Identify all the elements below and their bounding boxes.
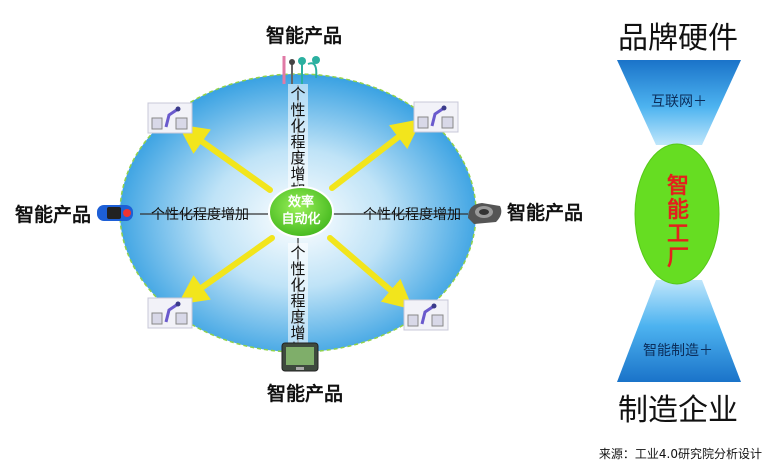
arm-top-char: 化	[290, 117, 305, 135]
arm-text-bottom: 个 性 化 程 度 增 加	[288, 243, 308, 358]
arm-bottom-char: 个	[290, 244, 305, 262]
arm-text-left: 个性化程度增加	[151, 207, 249, 223]
hourglass-bottom-funnel	[617, 280, 741, 382]
robot-arm-icon	[147, 297, 193, 329]
smart-device-icon	[468, 203, 502, 224]
hourglass-top-title: 品牌硬件	[618, 21, 738, 56]
product-label-left: 智能产品	[15, 203, 91, 226]
hourglass-core-char: 智	[667, 173, 689, 199]
arrow-bottom-right	[327, 235, 414, 310]
source-note: 来源：工业4.0研究院分析设计	[599, 446, 762, 461]
product-label-bottom: 智能产品	[267, 382, 343, 405]
robot-arm-icon	[147, 102, 193, 134]
arm-top-char: 性	[290, 101, 305, 119]
hourglass-core-char: 工	[667, 222, 689, 247]
arm-bottom-char: 度	[290, 308, 305, 326]
hourglass-top-funnel	[617, 60, 741, 145]
diagonal-arrows	[177, 118, 422, 310]
arm-bottom-char: 性	[290, 260, 305, 278]
hourglass-core	[634, 143, 720, 285]
hourglass-top-funnel-label: 互联网＋	[651, 94, 707, 110]
hourglass-core-char: 能	[667, 197, 689, 223]
arm-bottom-char: 程	[290, 292, 305, 310]
center-node	[268, 186, 334, 238]
hourglass-bottom-title: 制造企业	[618, 393, 738, 428]
arm-top-char: 增	[290, 165, 305, 183]
arm-top-char: 个	[290, 85, 305, 103]
arrow-bottom-left	[177, 235, 275, 305]
arm-bottom-char: 增	[290, 324, 305, 342]
arm-text-top: 个 性 化 程 度 增 加	[288, 84, 308, 199]
arm-top-char: 程	[290, 133, 305, 151]
hourglass-core-char: 厂	[667, 246, 689, 271]
arm-bottom-char: 化	[290, 276, 305, 294]
arm-top-char: 度	[290, 149, 305, 167]
earphones-icon	[282, 56, 320, 84]
smart-screen-icon	[281, 342, 319, 372]
arm-text-right: 个性化程度增加	[363, 207, 461, 223]
smart-band-icon	[97, 205, 133, 221]
hourglass-bottom-funnel-label: 智能制造＋	[643, 343, 713, 359]
arrow-top-left	[177, 124, 273, 193]
robot-arm-icon	[413, 101, 459, 133]
robot-arm-icon	[403, 299, 449, 331]
center-label-line1: 效率	[288, 194, 314, 210]
product-label-right: 智能产品	[507, 201, 583, 224]
arrow-top-right	[329, 118, 422, 191]
center-label-line2: 自动化	[281, 211, 320, 227]
product-label-top: 智能产品	[266, 24, 342, 47]
